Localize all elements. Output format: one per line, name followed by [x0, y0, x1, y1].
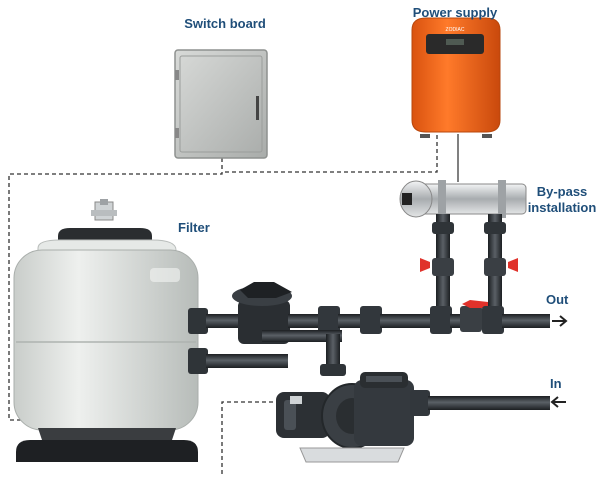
- return-pipe-out: [318, 300, 568, 334]
- power-supply-unit: ZODIAC: [411, 17, 501, 138]
- in-label: In: [550, 376, 562, 391]
- multiport-valve: [188, 282, 322, 374]
- out-label: Out: [546, 292, 569, 307]
- power-supply-label: Power supply: [412, 5, 498, 20]
- circulation-pump: [276, 372, 566, 463]
- electrical-cable: [8, 135, 438, 474]
- bypass-pipes: [420, 214, 518, 320]
- switch-board-label: Switch board: [184, 16, 266, 31]
- bypass-installation-label: By-pass installation: [524, 184, 600, 216]
- bypass-label-line2: installation: [527, 200, 597, 215]
- switch-board: [174, 49, 268, 159]
- sand-filter-tank: [13, 199, 199, 462]
- pump-to-filter-pipe: [262, 330, 346, 376]
- device-brand: ZODIAC: [446, 27, 465, 33]
- bypass-label-line1: By-pass: [536, 184, 588, 199]
- bypass-cell: [399, 180, 527, 218]
- filter-label: Filter: [178, 220, 210, 235]
